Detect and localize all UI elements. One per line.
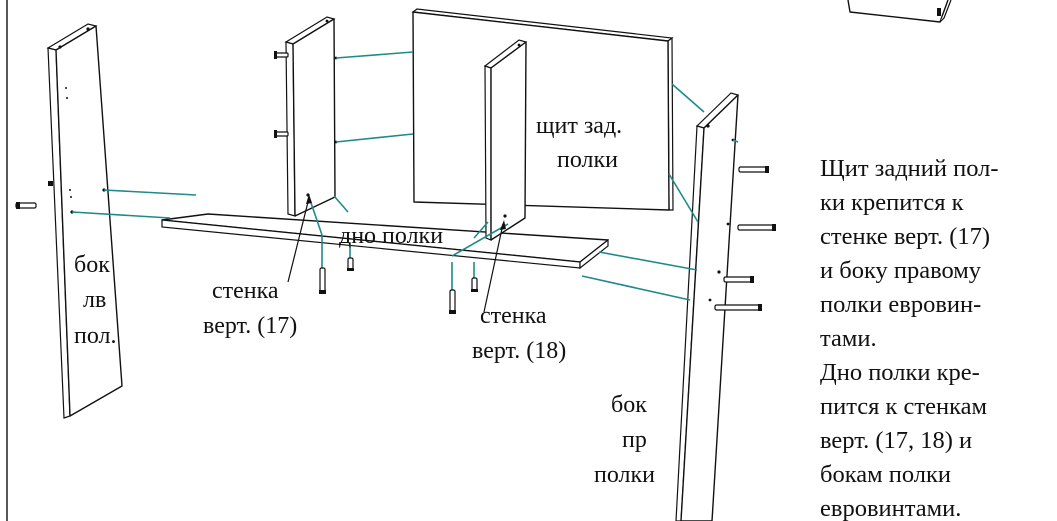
note-line: ки крепится к	[820, 189, 964, 216]
note-line: стенке верт. (17)	[820, 223, 990, 250]
divider-17-label-line2: верт. (17)	[203, 313, 297, 339]
divider-17	[284, 16, 338, 217]
note-line: тами.	[820, 325, 877, 352]
right-side-label-line1: бок	[611, 392, 647, 418]
note-line: верт. (17, 18) и	[820, 427, 972, 454]
right-side-panel	[675, 92, 740, 521]
left-side-label-line3: пол.	[74, 323, 117, 349]
divider-18-label-line2: верт. (18)	[472, 338, 566, 364]
right-side-label-line2: пр	[622, 427, 647, 453]
note-line: пится к стенкам	[820, 393, 987, 420]
divider-17-label-line1: стенка	[212, 278, 279, 304]
left-side-label-line2: лв	[83, 287, 106, 313]
screw-stems	[321, 236, 475, 290]
corner-detail	[847, 0, 952, 23]
shelf-bottom-label: дно полки	[339, 223, 443, 249]
shelf-bottom	[161, 213, 609, 270]
note-line: Дно полки кре-	[820, 359, 980, 386]
back-panel	[411, 8, 674, 211]
left-side-label-line1: бок	[74, 252, 110, 278]
back-panel-label-line2: полки	[557, 147, 618, 173]
note-line: полки евровин-	[820, 291, 981, 318]
note-line: бокам полки	[820, 461, 951, 488]
note-line: евровинтами.	[820, 495, 961, 521]
euro-screws	[15, 51, 776, 314]
divider-18-label-line1: стенка	[480, 303, 547, 329]
back-panel-label-line1: щит зад.	[536, 113, 622, 139]
right-side-label-line3: полки	[594, 462, 655, 488]
divider-18	[483, 39, 528, 241]
left-side-panel	[46, 23, 123, 419]
instruction-note: Щит задний пол- ки крепится к стенке вер…	[820, 155, 999, 521]
note-line: Щит задний пол-	[820, 155, 999, 182]
label-pointers	[287, 194, 506, 313]
connector-lines	[71, 51, 739, 301]
note-line: и боку правому	[820, 257, 982, 284]
